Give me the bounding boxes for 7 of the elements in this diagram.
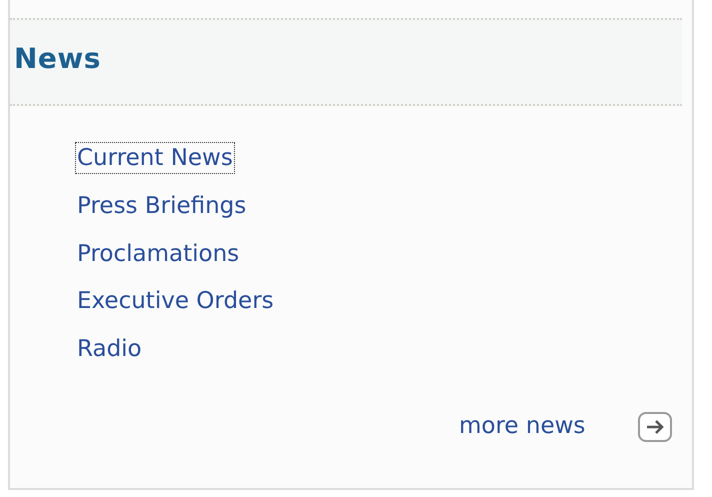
section-heading: News [14,42,101,75]
nav-link: Radio [76,335,143,364]
nav-link: Current News [76,143,234,173]
nav-link: Press Briefings [76,192,248,221]
more-link: more news [458,412,586,441]
nav-link: Proclamations [76,240,240,269]
nav-link: Executive Orders [76,287,275,316]
